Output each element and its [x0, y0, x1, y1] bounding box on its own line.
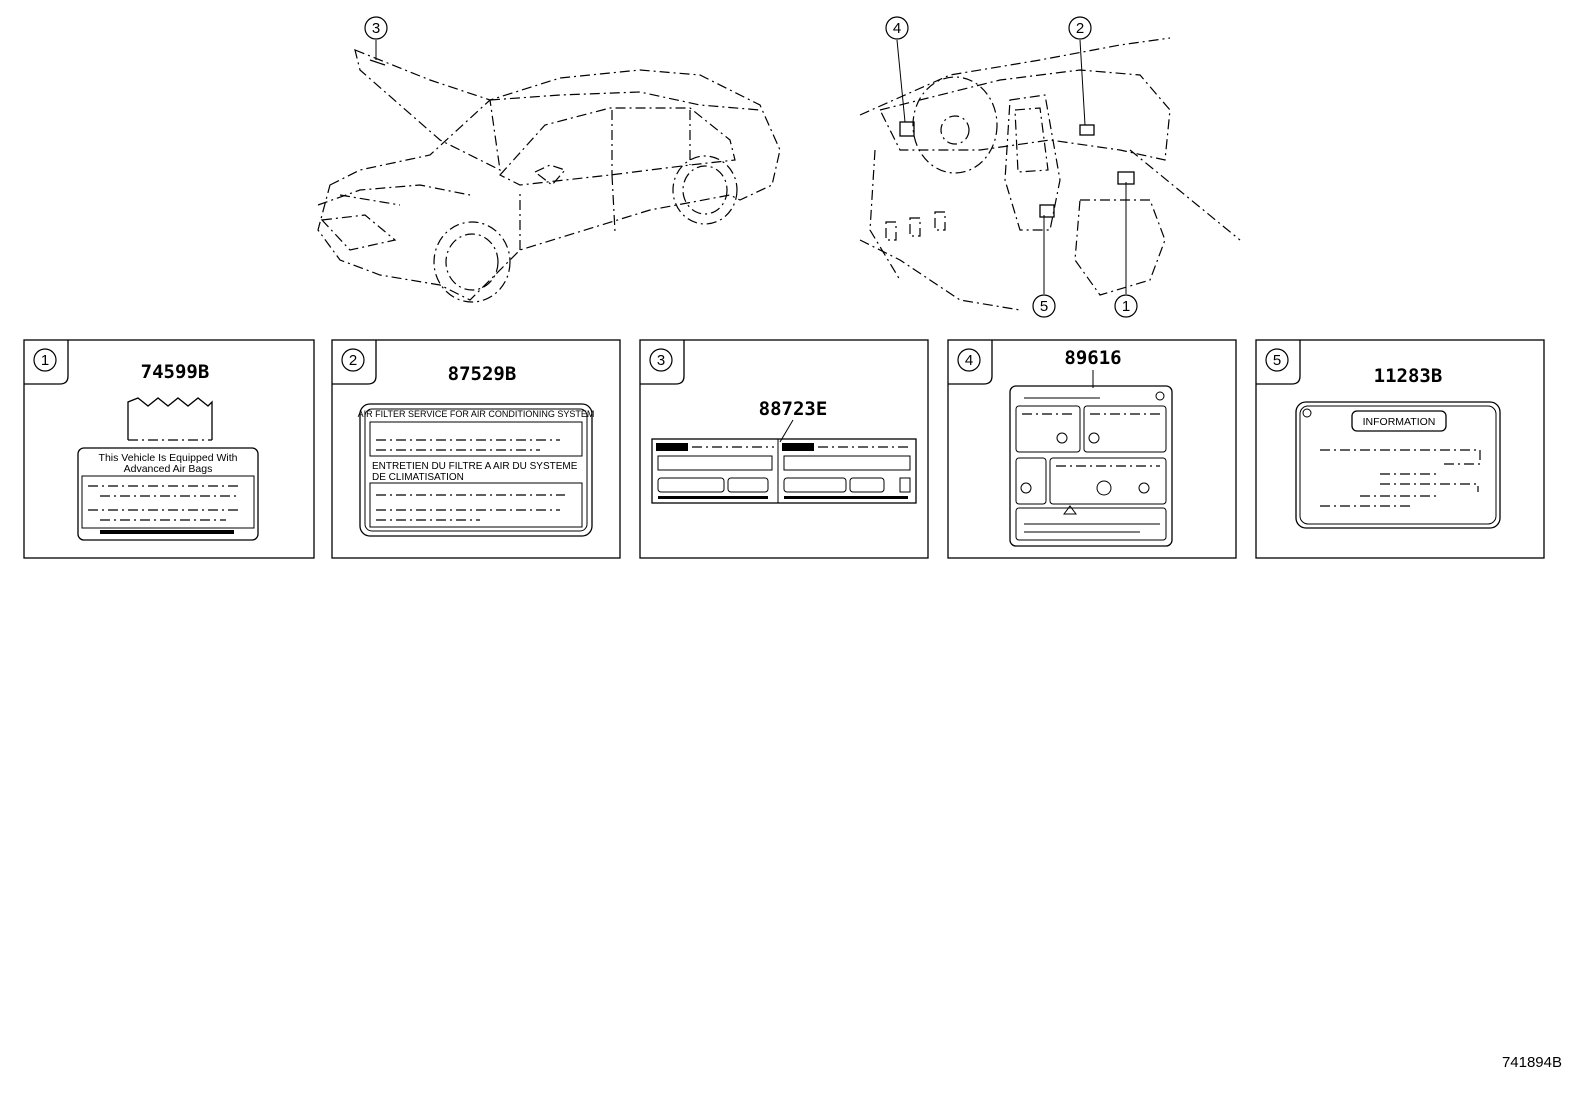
svg-text:5: 5 [1273, 352, 1281, 369]
label-panel-4: 4 89616 [947, 339, 1237, 559]
svg-text:2: 2 [1076, 20, 1084, 37]
label-2-text-line1: AIR FILTER SERVICE FOR AIR CONDITIONING … [358, 409, 595, 419]
label-2-text-line2: ENTRETIEN DU FILTRE A AIR DU SYSTEME [372, 461, 578, 472]
document-number: 741894B [1501, 1054, 1562, 1071]
label-panel-1: 1 74599B This Vehicle Is Equipped With A… [23, 339, 315, 559]
label-panel-2: 2 87529B AIR FILTER SERVICE FOR AIR COND… [331, 339, 621, 559]
svg-text:5: 5 [1040, 298, 1048, 315]
label-5-text: INFORMATION [1363, 416, 1436, 428]
svg-text:4: 4 [965, 352, 973, 369]
part-number-87529B: 87529B [448, 363, 517, 385]
callout-1-interior: 1 [1114, 294, 1138, 318]
part-number-74599B: 74599B [141, 361, 210, 383]
label-panel-3: 3 88723E [639, 339, 929, 559]
callout-3-exterior: 3 [364, 16, 388, 40]
callout-2-interior: 2 [1068, 16, 1092, 40]
label-panel-5: 5 11283B INFORMATION [1255, 339, 1545, 559]
part-number-88723E: 88723E [759, 398, 828, 420]
svg-text:1: 1 [1122, 298, 1130, 315]
car-interior-illustration [859, 37, 1241, 311]
callout-5-interior: 5 [1032, 294, 1056, 318]
label-1-text-line2: Advanced Air Bags [124, 463, 213, 475]
part-number-11283B: 11283B [1374, 365, 1443, 387]
label-2-text-line3: DE CLIMATISATION [372, 472, 464, 483]
part-number-89616: 89616 [1064, 347, 1121, 369]
svg-text:3: 3 [372, 20, 380, 37]
svg-text:2: 2 [349, 352, 357, 369]
svg-text:1: 1 [41, 352, 49, 369]
svg-text:4: 4 [893, 20, 901, 37]
car-exterior-illustration [317, 40, 781, 303]
svg-text:3: 3 [657, 352, 665, 369]
label-1-text-line1: This Vehicle Is Equipped With [99, 452, 238, 464]
callout-4-interior: 4 [885, 16, 909, 40]
